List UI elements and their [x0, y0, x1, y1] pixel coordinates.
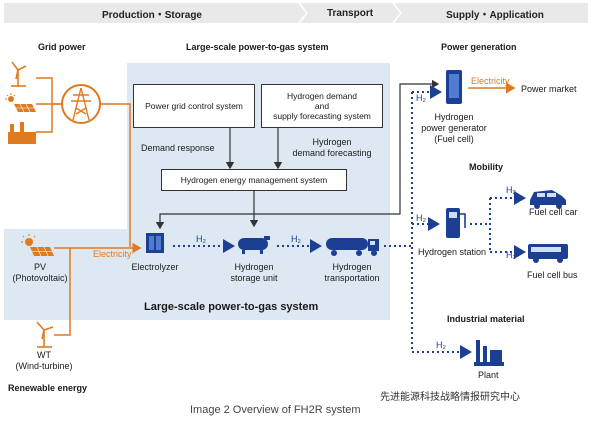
- solar-panel-icon: [5, 93, 36, 113]
- pv-panel-icon: [21, 234, 54, 257]
- plant-icon: [474, 340, 504, 366]
- header-production-storage: [4, 3, 306, 23]
- plant-label: Plant: [478, 370, 499, 380]
- tanker-truck-icon: [326, 238, 379, 256]
- generator-label: Hydrogen: [434, 112, 474, 122]
- storage-label: Hydrogen: [234, 262, 274, 272]
- watermark-text: 先进能源科技战略情报研究中心: [380, 392, 520, 403]
- header-supply-application: [394, 3, 588, 23]
- header-supply-application-label: Supply・Application: [446, 9, 544, 21]
- renewable-energy-label: Renewable energy: [8, 383, 88, 393]
- storage-tank-icon: [238, 236, 270, 254]
- forecast-line1: Hydrogen demand: [287, 91, 357, 101]
- fuel-cell-bus-icon: [528, 244, 568, 263]
- wt-label: WT: [37, 350, 51, 360]
- hydrogen-station-icon: [446, 208, 466, 238]
- h2-label-mobility: H₂: [506, 185, 516, 195]
- demand-response-label: Demand response: [141, 143, 215, 153]
- system-title: Large-scale power-to-gas system: [186, 42, 329, 52]
- demand-forecast-label: Hydrogen: [312, 137, 352, 147]
- grid-power-label: Grid power: [38, 42, 86, 52]
- stage-header: [4, 3, 588, 23]
- forecasting-system-box: Hydrogen demand and supply forecasting s…: [261, 84, 383, 128]
- fuel-cell-bus-label: Fuel cell bus: [527, 270, 578, 280]
- hydrogen-station-label: Hydrogen station: [417, 247, 487, 257]
- hems-box: Hydrogen energy management system: [161, 169, 347, 191]
- figure-caption: Image 2 Overview of FH2R system: [190, 404, 361, 416]
- h2-label-station: H₂: [416, 213, 426, 223]
- mobility-label: Mobility: [469, 162, 503, 172]
- storage-sublabel: storage unit: [230, 273, 278, 283]
- transport-sublabel: transportation: [324, 273, 380, 283]
- h2-label-1: H₂: [196, 234, 206, 244]
- header-transport: [300, 3, 400, 23]
- power-grid-control-box: Power grid control system: [133, 84, 255, 128]
- power-market-label: Power market: [521, 84, 577, 94]
- fuel-cell-car-label: Fuel cell car: [529, 207, 578, 217]
- grid-power-lines: [36, 77, 142, 336]
- electrolyzer-label: Electrolyzer: [131, 262, 179, 272]
- power-generation-label: Power generation: [441, 42, 517, 52]
- electrolyzer-icon: [146, 233, 164, 253]
- forecast-line3: supply forecasting system: [273, 111, 371, 121]
- electricity-label-left: Electricity: [93, 249, 132, 259]
- wt-turbine-icon: [36, 321, 54, 348]
- generator-sublabel-2: (Fuel cell): [434, 134, 474, 144]
- system-bottom-title: Large-scale power-to-gas system: [144, 301, 319, 313]
- fuel-cell-generator-icon: [446, 70, 462, 104]
- wt-sublabel: (Wind-turbine): [15, 361, 73, 371]
- h2-label-plant: H₂: [436, 340, 446, 350]
- output-arrow-to-generator: [399, 79, 440, 98]
- industrial-material-label: Industrial material: [447, 314, 525, 324]
- transport-label: Hydrogen: [332, 262, 372, 272]
- h2-label-2: H₂: [291, 234, 301, 244]
- forecast-line2: and: [314, 101, 330, 111]
- demand-forecast-sublabel: demand forecasting: [292, 148, 372, 158]
- h2-label-generator: H₂: [416, 93, 426, 103]
- pv-label: PV: [33, 262, 47, 272]
- header-transport-label: Transport: [326, 7, 374, 19]
- wind-turbine-icon: [11, 61, 27, 87]
- generator-sublabel: power generator: [421, 123, 487, 133]
- h2-flow-lines: [173, 85, 526, 359]
- system-panel-bottom: [4, 229, 390, 320]
- header-production-storage-label: Production・Storage: [101, 9, 202, 21]
- electricity-label-right: Electricity: [471, 76, 510, 86]
- transmission-tower-icon: [61, 84, 101, 124]
- h2-label-bus: H₂: [506, 250, 516, 260]
- control-arrows: [155, 98, 401, 230]
- factory-icon: [8, 122, 36, 144]
- pv-sublabel: (Photovoltaic): [12, 273, 68, 283]
- fuel-cell-car-icon: [530, 190, 566, 209]
